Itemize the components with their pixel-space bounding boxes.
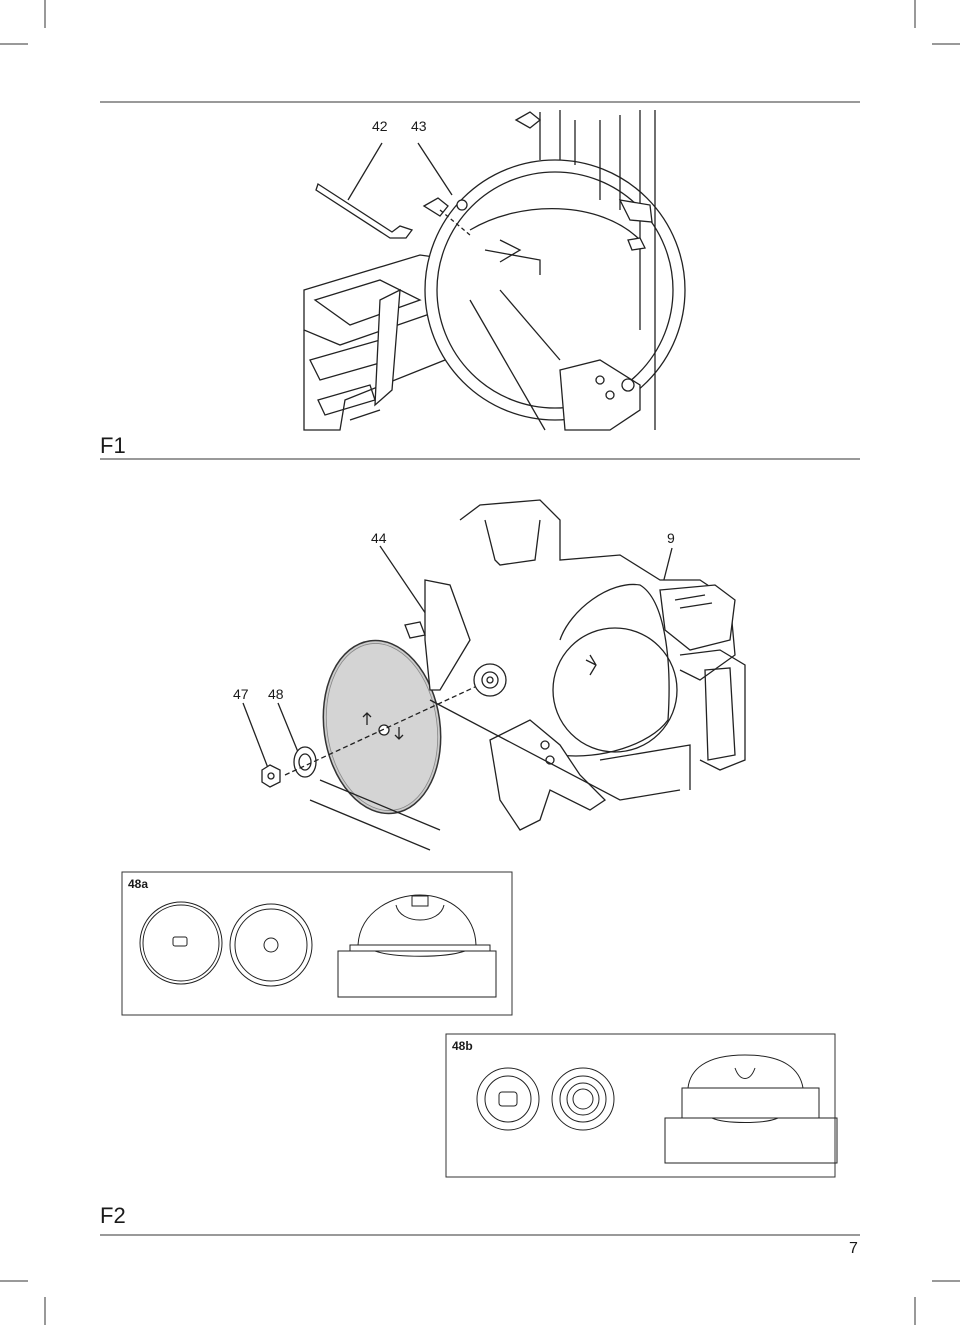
saw-blade-icon: [322, 639, 442, 815]
figure-label-f2: F2: [100, 1203, 126, 1228]
callout-43: 43: [411, 118, 427, 134]
nut-icon: [261, 764, 281, 788]
figure-label-f1: F1: [100, 433, 126, 458]
f1-illustration: [303, 110, 686, 431]
detail-48b-art: [445, 1033, 838, 1178]
page-number: 7: [849, 1240, 858, 1257]
flange-icon: [293, 746, 317, 778]
detail-48a-art: [121, 871, 513, 1016]
detail-label-48a: 48a: [128, 877, 149, 891]
detail-label-48b: 48b: [452, 1039, 473, 1053]
f2-illustration: [242, 499, 746, 851]
callout-44: 44: [371, 530, 387, 546]
callout-48: 48: [268, 686, 284, 702]
callout-47: 47: [233, 686, 249, 702]
callout-9: 9: [667, 530, 675, 546]
callout-42: 42: [372, 118, 388, 134]
allen-key-icon: [315, 142, 414, 239]
